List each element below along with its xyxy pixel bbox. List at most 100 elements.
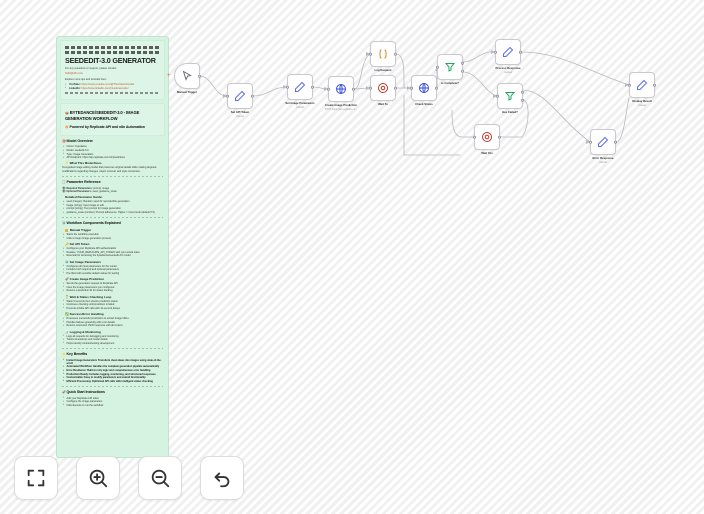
- contact-email[interactable]: hello@n8n.com: [65, 72, 84, 76]
- rocket-icon: 🚀: [62, 390, 66, 395]
- check-icon: ✅: [65, 312, 69, 317]
- output-port[interactable]: [394, 52, 397, 56]
- list-item: Type: Image Generation: [62, 152, 163, 156]
- zoom-in-icon: [89, 469, 108, 488]
- node-label: Wait 5s: [378, 102, 388, 106]
- workflow-heading-text: BYTEDANCE/SEEDEDIT-3.0 - IMAGE GENERATIO…: [65, 110, 140, 122]
- output-port[interactable]: [394, 86, 397, 90]
- output-port[interactable]: [352, 87, 355, 91]
- output-port-true[interactable]: [461, 61, 464, 65]
- list-item: Tracks timestamps and model details: [62, 338, 163, 342]
- fire-icon: 🔥: [65, 125, 69, 130]
- sticky-note-subtitle-card: 📦 BYTEDANCE/SEEDEDIT-3.0 - IMAGE GENERAT…: [60, 103, 165, 136]
- output-port-false[interactable]: [521, 98, 524, 102]
- output-port[interactable]: [435, 86, 438, 90]
- input-port[interactable]: [369, 86, 372, 90]
- required-parameters-value: prompt, image: [93, 186, 110, 190]
- chart-icon: 📊: [65, 329, 69, 334]
- node-has-failed[interactable]: Has Failed?: [496, 83, 524, 114]
- node-label: Display Result: [632, 99, 652, 103]
- node-label: Set Image Parameters: [285, 101, 315, 105]
- cursor-icon: [182, 70, 192, 81]
- output-port[interactable]: [519, 50, 522, 54]
- list-item: Replace 'YOUR_REPLICATE_API_TOKEN' with …: [62, 250, 163, 254]
- subsection-heading: ⚙️ Set Image Parameters: [65, 259, 101, 264]
- zoom-in-button[interactable]: [76, 456, 120, 500]
- optional-parameters-label: Optional Parameters:: [66, 189, 92, 193]
- output-port[interactable]: [653, 83, 656, 87]
- linkedin-link[interactable]: https://www.linkedin.com/in/unkowncoder: [81, 86, 129, 90]
- gear-icon: ⚙️: [62, 221, 66, 226]
- node-set-api-token[interactable]: Set API Token manual: [226, 83, 254, 118]
- node-wait-10s[interactable]: Wait 10s: [473, 124, 501, 155]
- list-item: Automated Workflow: Handles the complete…: [62, 365, 163, 369]
- list-item: Configure the image parameters: [62, 400, 163, 404]
- section-heading-key-benefits: ⭐ Key Benefits: [62, 352, 88, 357]
- fit-to-view-button[interactable]: [14, 456, 58, 500]
- section-heading-quick-start: 🚀 Quick Start Instructions: [62, 390, 105, 395]
- input-port[interactable]: [436, 65, 439, 69]
- pencil-icon: [503, 46, 514, 57]
- star-icon: ⭐: [62, 352, 66, 357]
- node-subtitle: manual: [236, 115, 244, 118]
- list-item: image (string): Input image to edit: [62, 203, 163, 207]
- list-item-api-endpoint[interactable]: API Endpoint: https://api.replicate.com/…: [62, 156, 163, 160]
- node-create-image-prediction[interactable]: Create Image Prediction POST https://api…: [325, 76, 357, 111]
- input-port[interactable]: [589, 140, 592, 144]
- node-label: Error Response: [592, 156, 614, 160]
- node-wait-5s[interactable]: Wait 5s: [369, 75, 397, 106]
- input-port[interactable]: [286, 85, 289, 89]
- input-port[interactable]: [369, 52, 372, 56]
- node-set-image-parameters[interactable]: Set Image Parameters manual: [285, 74, 315, 109]
- output-port[interactable]: [498, 135, 501, 139]
- clock-icon: [482, 132, 492, 142]
- output-port[interactable]: [198, 74, 201, 78]
- canvas-toolbar: [14, 456, 244, 500]
- list-item: Returns a prediction ID for status track…: [62, 289, 163, 293]
- divider: [62, 176, 163, 178]
- output-port[interactable]: [251, 94, 254, 98]
- input-port[interactable]: [473, 135, 476, 139]
- output-port[interactable]: [614, 140, 617, 144]
- list-item: guidance_scale (number): Prompt adherenc…: [62, 211, 163, 215]
- input-port[interactable]: [327, 87, 330, 91]
- input-port[interactable]: [226, 94, 229, 98]
- list-item: Add your Replicate API token: [62, 396, 163, 400]
- list-item: Model: seededit-3.0: [62, 149, 163, 153]
- youtube-link[interactable]: https://www.youtube.com/@TheUnkownCoder: [81, 83, 135, 87]
- node-subtitle: manual: [638, 104, 646, 107]
- list-item: Logs all requests for debugging and moni…: [62, 334, 163, 338]
- input-port[interactable]: [496, 94, 499, 98]
- node-error-response[interactable]: Error Response manual: [589, 129, 617, 164]
- pencil-icon: [235, 90, 246, 101]
- list-item: Helps identify troubleshooting developme…: [62, 341, 163, 345]
- input-port[interactable]: [410, 86, 413, 90]
- decorative-dash-line: [65, 92, 160, 95]
- node-manual-trigger[interactable]: + Manual Trigger: [167, 63, 201, 94]
- node-display-result[interactable]: Display Result manual: [628, 72, 656, 107]
- sticky-note[interactable]: SEEDEDIT-3.0 GENERATOR For any questions…: [56, 36, 169, 458]
- node-check-status[interactable]: Check Status: [410, 75, 438, 106]
- add-node-plus-icon[interactable]: +: [167, 73, 171, 79]
- node-log-request[interactable]: Log Request: [369, 41, 397, 72]
- zoom-out-button[interactable]: [138, 456, 182, 500]
- node-process-response[interactable]: Process Response manual: [494, 39, 522, 74]
- bullet-square-icon: [65, 228, 68, 232]
- clock-icon: [378, 83, 388, 93]
- output-port[interactable]: [311, 85, 314, 89]
- node-is-complete[interactable]: Is Complete?: [436, 54, 464, 85]
- node-label: Is Complete?: [441, 81, 459, 85]
- sticky-note-title: SEEDEDIT-3.0 GENERATOR: [65, 56, 156, 65]
- filter-icon: [504, 92, 516, 101]
- output-port-false[interactable]: [461, 69, 464, 73]
- input-port[interactable]: [494, 50, 497, 54]
- input-port[interactable]: [628, 83, 631, 87]
- reset-zoom-button[interactable]: [200, 456, 244, 500]
- rocket-icon: 🚀: [65, 277, 69, 282]
- output-port-true[interactable]: [521, 90, 524, 94]
- section-heading-parameter-reference: 📋 Parameter Reference: [62, 180, 101, 185]
- section-heading-workflow-components: ⚙️ Workflow Components Explained: [62, 221, 121, 226]
- subsection-heading: ⏳ Wait & Status Checking Loop: [65, 294, 112, 299]
- subsection-heading: 🚀 Create Image Prediction: [65, 277, 104, 282]
